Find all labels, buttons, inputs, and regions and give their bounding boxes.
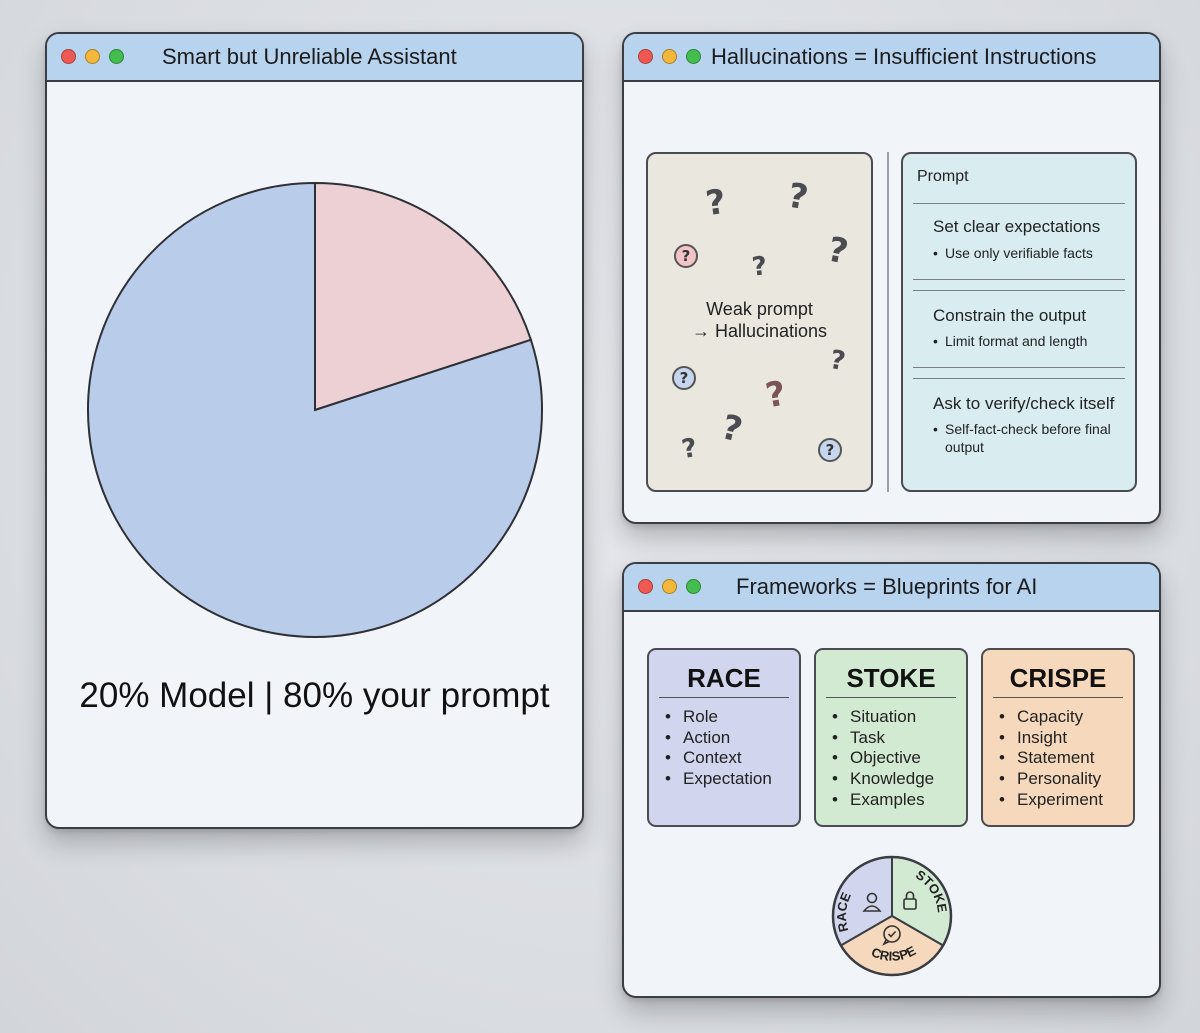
framework-card-stoke: STOKE Situation Task Objective Knowledge… (814, 648, 968, 827)
pie-chart (87, 181, 543, 638)
minimize-button[interactable] (85, 49, 100, 64)
section-bullet: •Self-fact-check before final output (933, 421, 1111, 455)
question-mark-icon: ? (762, 373, 790, 417)
section-title: Ask to verify/check itself (933, 394, 1115, 413)
section-bullet: •Limit format and length (933, 333, 1088, 349)
divider (659, 697, 789, 698)
weak-prompt-panel: ? ? ? ? ? Weak prompt → Hallucinations ?… (646, 152, 873, 492)
window-smart-assistant: Smart but Unreliable Assistant 20% Model… (45, 32, 584, 829)
panel-divider (887, 152, 889, 492)
prompt-heading: Prompt (917, 168, 969, 185)
list-item: Insight (997, 728, 1103, 749)
window-frameworks: Frameworks = Blueprints for AI RACE Role… (622, 562, 1161, 998)
list-item: Personality (997, 769, 1103, 790)
framework-list: Capacity Insight Statement Personality E… (997, 707, 1103, 811)
close-button[interactable] (638, 49, 653, 64)
minimize-button[interactable] (662, 579, 677, 594)
list-item: Situation (830, 707, 934, 728)
framework-title: STOKE (846, 663, 936, 693)
divider (913, 367, 1125, 368)
question-mark-icon: ? (784, 175, 812, 219)
window-hallucinations: Hallucinations = Insufficient Instructio… (622, 32, 1161, 524)
pie-slice-model (314, 181, 533, 412)
divider (913, 279, 1125, 280)
window-titlebar[interactable]: Hallucinations = Insufficient Instructio… (624, 34, 1159, 82)
divider (826, 697, 956, 698)
list-item: Experiment (997, 790, 1103, 811)
pie-caption: 20% Model | 80% your prompt (79, 676, 550, 715)
window-title: Smart but Unreliable Assistant (162, 44, 457, 69)
window-titlebar[interactable]: Frameworks = Blueprints for AI (624, 564, 1159, 612)
close-button[interactable] (638, 579, 653, 594)
question-circle-icon: ? (672, 366, 696, 390)
list-item: Context (663, 748, 772, 769)
question-mark-icon: ? (703, 181, 729, 225)
window-title: Hallucinations = Insufficient Instructio… (711, 44, 1097, 69)
framework-list: Role Action Context Expectation (663, 707, 772, 790)
list-item: Action (663, 728, 772, 749)
divider (913, 290, 1125, 291)
list-item: Expectation (663, 769, 772, 790)
list-item: Capacity (997, 707, 1103, 728)
chat-check-icon (882, 925, 901, 946)
weak-prompt-text: Weak prompt → Hallucinations (691, 299, 828, 341)
question-mark-icon: ? (824, 229, 852, 273)
list-item: Objective (830, 748, 934, 769)
question-circle-icon: ? (674, 244, 698, 268)
question-mark-icon: ? (717, 407, 747, 451)
list-item: Role (663, 707, 772, 728)
lock-icon (903, 891, 917, 910)
question-circle-icon: ? (818, 438, 842, 462)
section-title: Set clear expectations (933, 217, 1101, 236)
list-item: Examples (830, 790, 934, 811)
list-item: Knowledge (830, 769, 934, 790)
window-titlebar[interactable]: Smart but Unreliable Assistant (47, 34, 582, 82)
pie-slice-your-prompt (87, 181, 543, 638)
question-mark-icon: ? (679, 432, 700, 466)
framework-card-race: RACE Role Action Context Expectation (647, 648, 801, 827)
divider (993, 697, 1123, 698)
divider (913, 378, 1125, 379)
window-title: Frameworks = Blueprints for AI (736, 574, 1038, 599)
question-mark-icon: ? (750, 251, 769, 283)
maximize-button[interactable] (109, 49, 124, 64)
section-bullet: •Use only verifiable facts (933, 245, 1093, 261)
section-title: Constrain the output (933, 306, 1087, 325)
maximize-button[interactable] (686, 49, 701, 64)
minimize-button[interactable] (662, 49, 677, 64)
maximize-button[interactable] (686, 579, 701, 594)
framework-title: CRISPE (1009, 663, 1107, 693)
framework-list: Situation Task Objective Knowledge Examp… (830, 707, 934, 811)
list-item: Statement (997, 748, 1103, 769)
close-button[interactable] (61, 49, 76, 64)
prompt-panel: Prompt Set clear expectations •Use only … (901, 152, 1137, 492)
divider (913, 203, 1125, 204)
person-icon (862, 892, 882, 912)
framework-card-crispe: CRISPE Capacity Insight Statement Person… (981, 648, 1135, 827)
question-mark-icon: ? (827, 344, 848, 378)
framework-title: RACE (687, 663, 761, 693)
badge-label-crispe: CRISPE (869, 943, 918, 964)
frameworks-badge: RACE STOKE CRISPE (831, 855, 953, 977)
list-item: Task (830, 728, 934, 749)
